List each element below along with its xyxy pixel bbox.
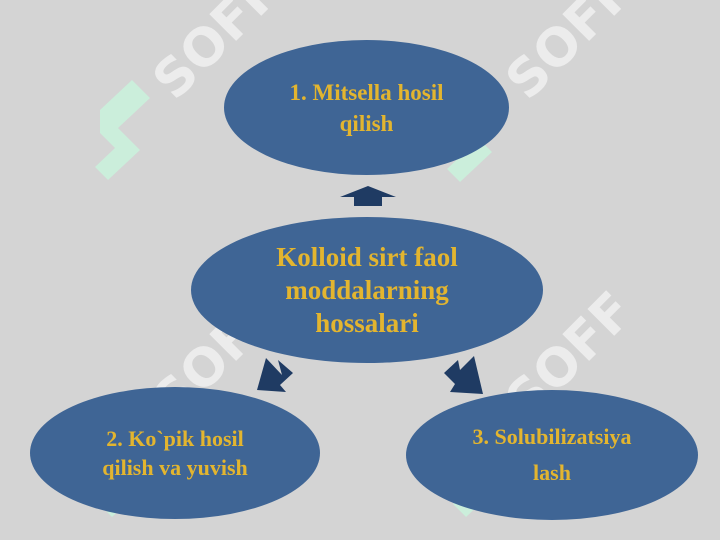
arrow-down-right-icon — [444, 356, 483, 394]
node-label-line: qilish — [339, 110, 394, 136]
node-label-line: lash — [533, 460, 571, 485]
node-foam-washing: 2. Ko`pik hosil qilish va yuvish — [30, 387, 320, 519]
node-label-line: hossalari — [315, 307, 419, 338]
node-label-line: Kolloid sirt faol — [276, 241, 458, 272]
arrow-up-icon — [340, 186, 396, 206]
node-label-line: 1. Mitsella hosil — [289, 79, 444, 105]
node-label-line: 3. Solubilizatsiya — [472, 424, 632, 449]
node-label-line: moddalarning — [285, 274, 449, 305]
node-label-line: 2. Ko`pik hosil — [106, 426, 244, 451]
node-solubilization: 3. Solubilizatsiya lash — [406, 390, 698, 520]
node-micelle-formation: 1. Mitsella hosil qilish — [224, 40, 509, 175]
arrow-down-left-icon — [257, 358, 293, 392]
node-label-line: qilish va yuvish — [102, 455, 248, 480]
node-central-topic: Kolloid sirt faol moddalarning hossalari — [191, 217, 543, 363]
